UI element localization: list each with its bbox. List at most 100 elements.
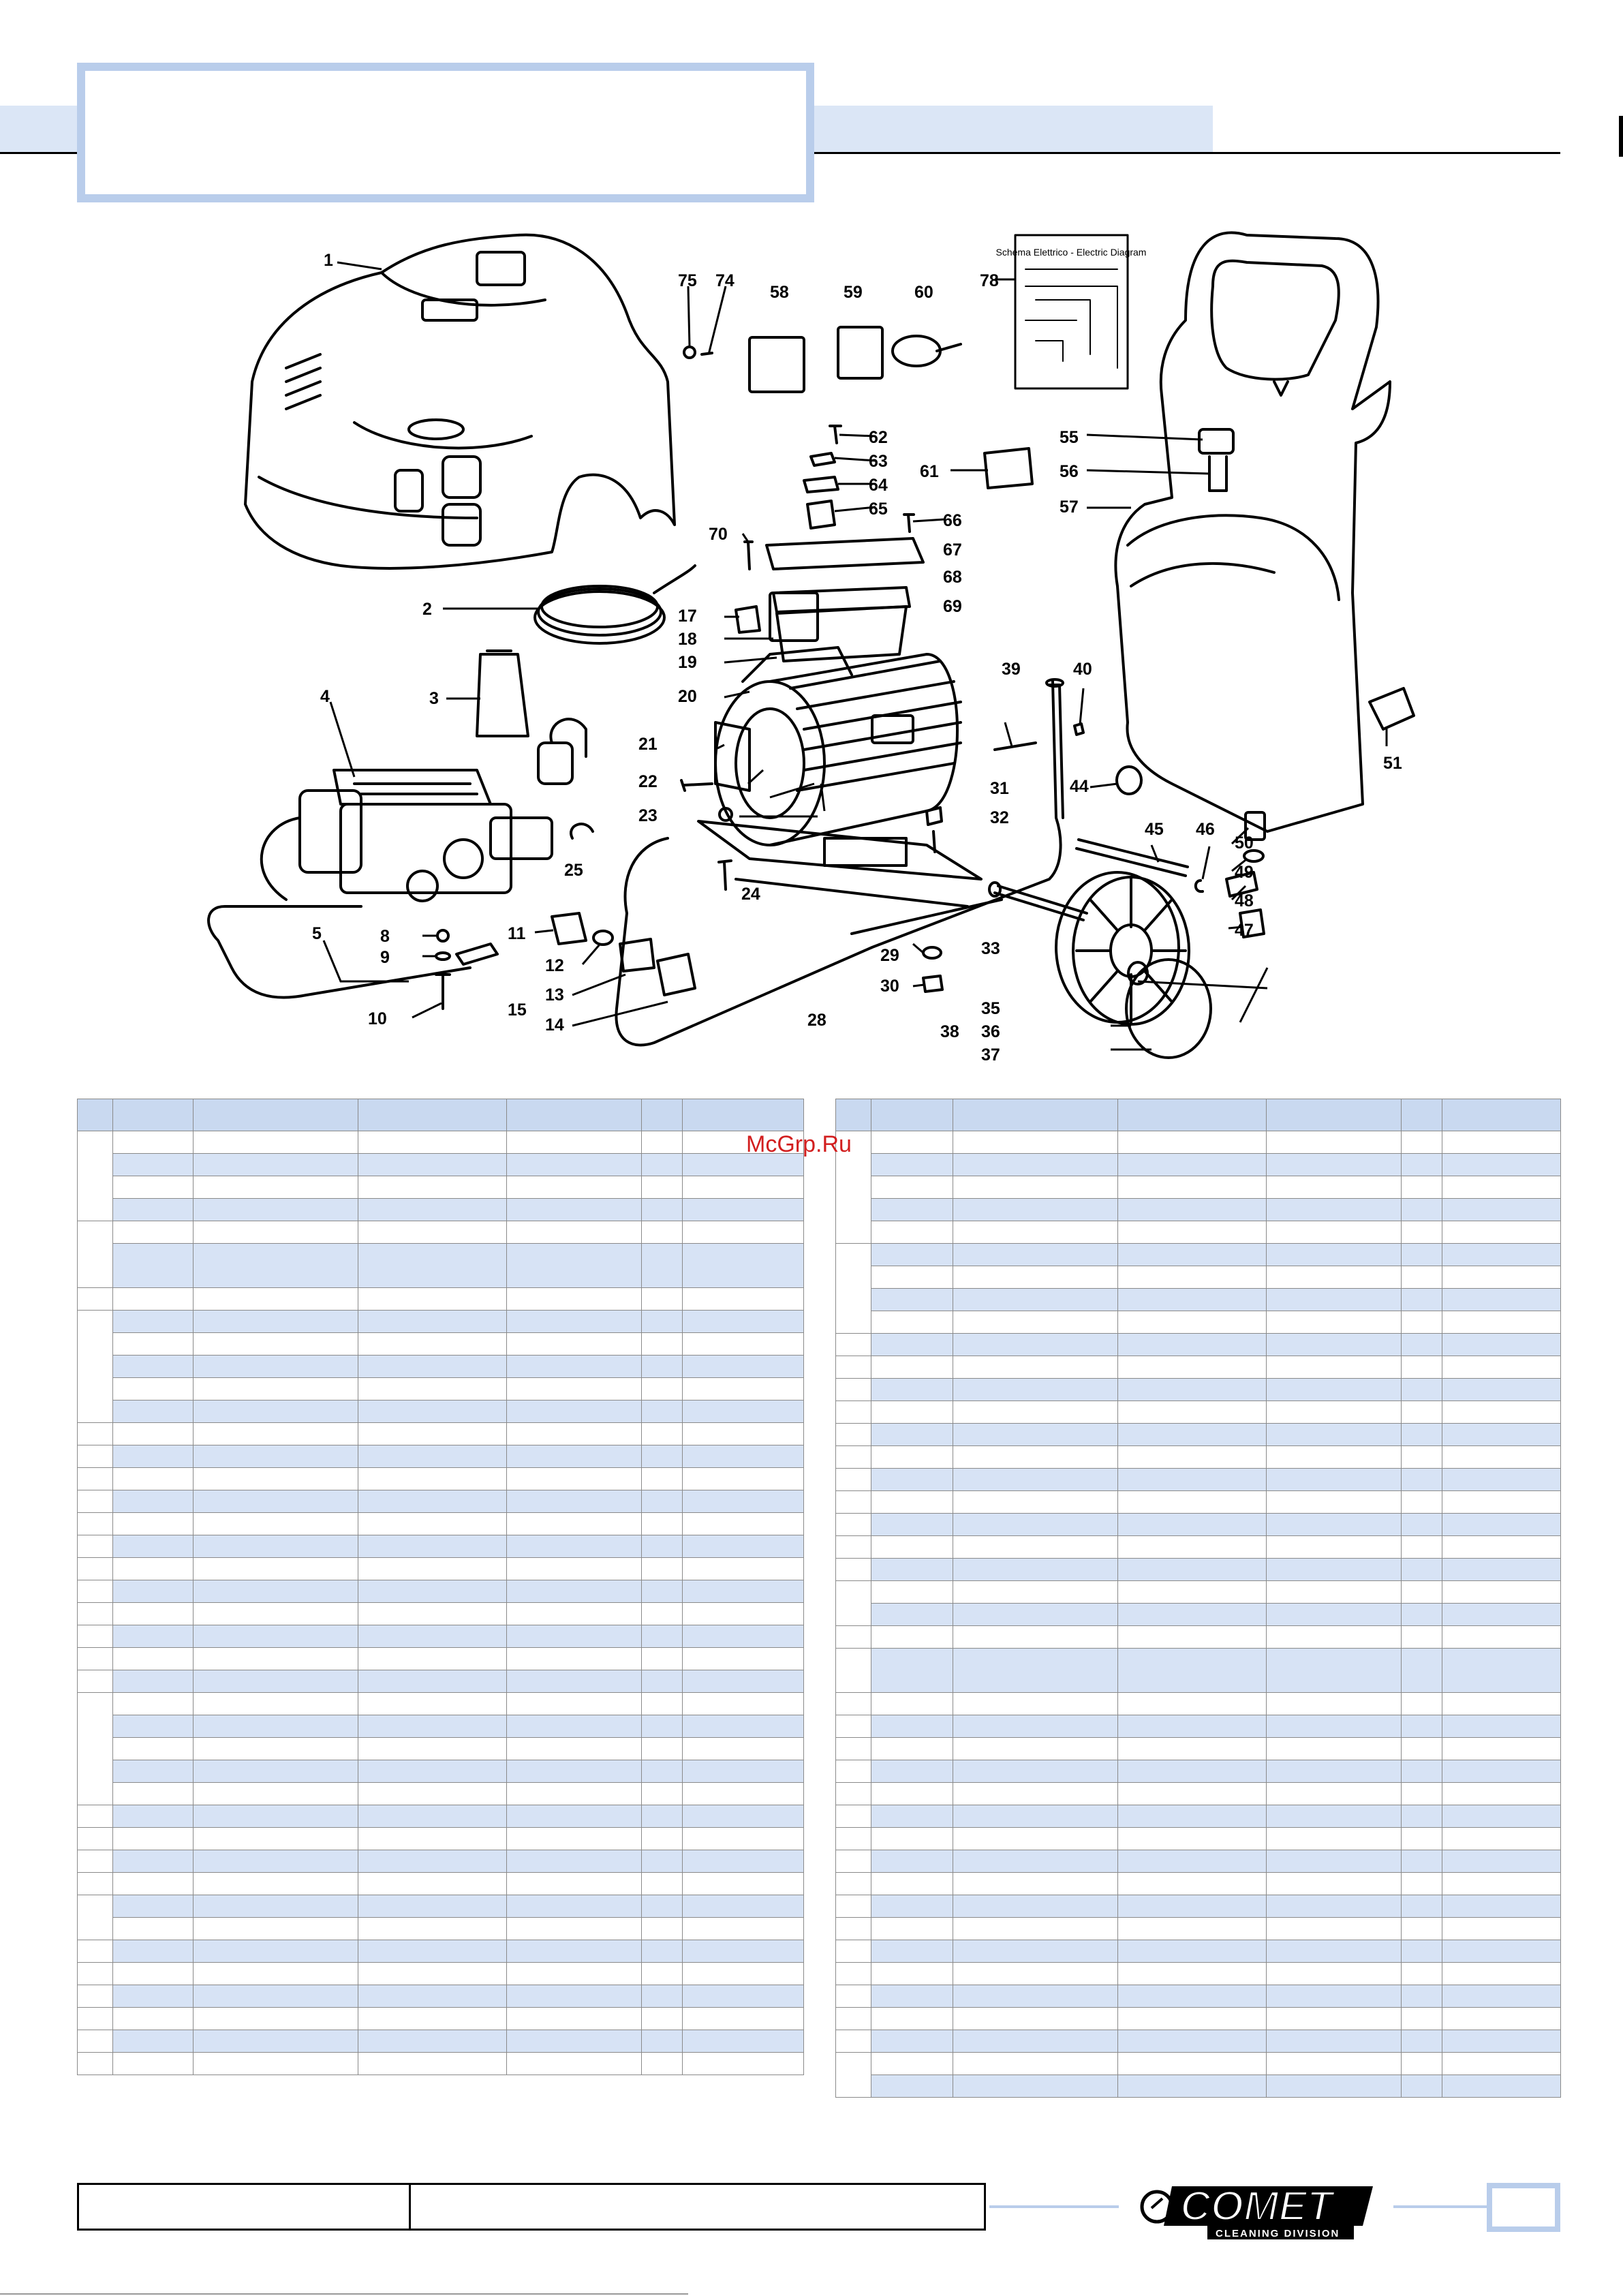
table-cell: [358, 1602, 507, 1625]
table-cell: [641, 1782, 683, 1805]
callout-36: 36: [981, 1022, 1000, 1041]
table-row: [77, 1287, 804, 1311]
callout-11: 11: [508, 924, 526, 943]
callout-3: 3: [429, 689, 439, 708]
table-cell: [1117, 1985, 1267, 2008]
callout-56: 56: [1060, 462, 1079, 481]
table-cell: [1117, 1805, 1267, 1828]
header-square: [1290, 111, 1318, 140]
table-cell: [1117, 1535, 1267, 1559]
table-cell: [1401, 1580, 1442, 1604]
table-cell: [358, 1490, 507, 1513]
position-cell: [77, 1962, 113, 1985]
table-cell: [682, 1737, 804, 1760]
callout-78: 78: [980, 271, 999, 290]
position-cell: [835, 1692, 871, 1715]
callout-70: 70: [709, 525, 728, 544]
table-cell: [682, 1400, 804, 1423]
table-cell: [682, 1131, 804, 1154]
table-cell: [871, 1153, 953, 1176]
table-cell: [1442, 1827, 1561, 1850]
table-cell: [1442, 1805, 1561, 1828]
table-cell: [193, 1176, 358, 1199]
table-cell: [506, 1400, 642, 1423]
header-cell: [506, 1099, 642, 1131]
table-cell: [1442, 2052, 1561, 2075]
table-cell: [1401, 1872, 1442, 1895]
table-cell: [1117, 1827, 1267, 1850]
table-cell: [112, 1625, 194, 1648]
table-cell: [641, 1872, 683, 1895]
table-cell: [682, 1985, 804, 2008]
table-cell: [358, 1377, 507, 1400]
table-row: [77, 1625, 804, 1648]
header-square: [1235, 111, 1263, 140]
table-cell: [1117, 1872, 1267, 1895]
position-cell: [77, 1872, 113, 1895]
table-cell: [358, 1692, 507, 1715]
table-cell: [506, 1332, 642, 1356]
table-cell: [112, 1850, 194, 1873]
position-cell: [77, 1850, 113, 1873]
table-cell: [682, 1850, 804, 1873]
table-cell: [682, 1445, 804, 1468]
table-cell: [193, 1580, 358, 1603]
table-row: [77, 1940, 804, 1963]
table-cell: [1442, 2007, 1561, 2030]
table-cell: [1117, 2007, 1267, 2030]
callout-5: 5: [312, 924, 322, 943]
table-row: [78, 1243, 804, 1288]
table-cell: [1266, 1715, 1402, 1738]
table-cell: [358, 1131, 507, 1154]
table-row: [836, 1266, 1561, 1289]
position-cell: [835, 1445, 871, 1469]
callout-23: 23: [638, 806, 658, 825]
header-edge-mark: [1619, 116, 1623, 157]
table-cell: [871, 1827, 953, 1850]
callout-67: 67: [943, 540, 962, 560]
position-cell: [835, 1805, 871, 1828]
table-cell: [953, 1558, 1118, 1581]
table-cell: [871, 1131, 953, 1154]
trolley-frame: [615, 678, 1064, 1047]
table-row: [835, 1243, 1561, 1334]
table-cell: [682, 1355, 804, 1378]
table-cell: [953, 1535, 1118, 1559]
table-cell: [193, 1625, 358, 1648]
table-cell: [953, 1872, 1118, 1895]
table-cell: [1442, 1558, 1561, 1581]
table-cell: [506, 1355, 642, 1378]
table-cell: [1117, 1850, 1267, 1873]
table-cell: [506, 1647, 642, 1670]
table-cell: [193, 1332, 358, 1356]
page-number-box: [1487, 2183, 1560, 2232]
table-cell: [1442, 1603, 1561, 1626]
table-row: [835, 1445, 1561, 1469]
table-cell: [871, 1535, 953, 1559]
position-cell: [77, 1287, 113, 1311]
footer-box: [77, 2183, 986, 2231]
table-cell: [953, 2075, 1118, 2098]
logo-plate: [1164, 2186, 1373, 2226]
table-cell: [1117, 2075, 1267, 2098]
table-cell: [1442, 1737, 1561, 1760]
table-cell: [1442, 1917, 1561, 1940]
table-cell: [1442, 1490, 1561, 1514]
table-cell: [641, 2052, 683, 2075]
callout-57: 57: [1060, 498, 1079, 517]
table-cell: [871, 1805, 953, 1828]
position-cell: [835, 1378, 871, 1401]
table-row: [835, 1625, 1561, 1649]
table-cell: [682, 1782, 804, 1805]
table-cell: [1117, 1221, 1267, 1244]
table-cell: [506, 1895, 642, 1918]
table-cell: [1401, 2007, 1442, 2030]
hose-coil: [534, 564, 696, 645]
table-row: [835, 1782, 1561, 1805]
position-cell: [77, 1985, 113, 2008]
table-cell: [506, 1422, 642, 1445]
table-cell: [1266, 1805, 1402, 1828]
table-cell: [358, 1512, 507, 1535]
table-cell: [641, 1962, 683, 1985]
table-cell: [953, 1176, 1118, 1199]
